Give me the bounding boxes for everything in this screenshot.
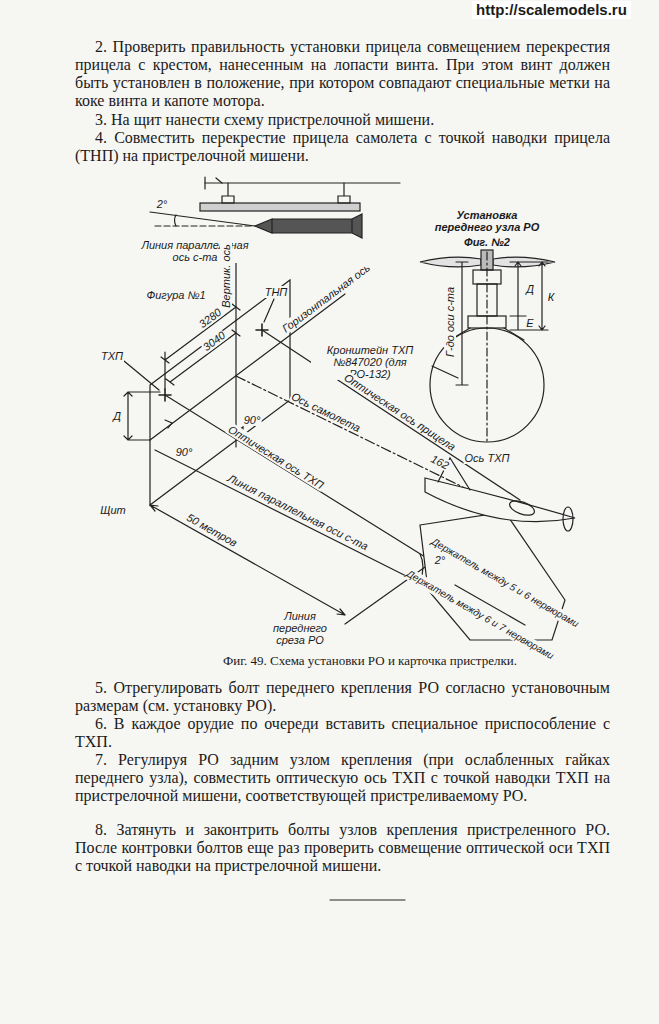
figure-caption: Фиг. 49. Схема установки РО и карточка п…	[120, 653, 620, 669]
angle-value: 2°	[434, 554, 447, 566]
instruction-step: 3. На щит нанести схему пристрелочной ми…	[75, 111, 610, 129]
axis-line	[155, 225, 252, 226]
angle-line	[150, 212, 255, 226]
angle-value: 2°	[156, 198, 169, 210]
axis-label: Ось самолета	[289, 390, 364, 435]
aim-cross	[159, 324, 268, 401]
part-label: Кронштейн ТХП №847020 (для РО-132)	[311, 344, 429, 380]
line-label: Линия переднего среза РО	[269, 610, 331, 646]
part-label: Щит	[99, 504, 126, 516]
aircraft-canopy	[508, 498, 537, 518]
aircraft-fuselage	[425, 478, 575, 522]
instruction-step: 8. Затянуть и законтрить болты узлов кре…	[75, 821, 610, 875]
dimension-line	[456, 262, 468, 385]
figure-label: Ось ТХП	[464, 452, 511, 464]
instruction-step: 2. Проверить правильность установки приц…	[75, 38, 610, 110]
dimension-value: 50 метров	[184, 511, 240, 550]
axis-label: Оптическая ось прицела	[341, 371, 458, 454]
dimension-letter: Д	[525, 283, 535, 295]
angle-arc	[175, 215, 177, 226]
dimension-letter: К	[547, 291, 555, 303]
wing-line	[205, 182, 400, 183]
dimension-line	[124, 392, 160, 440]
instruction-step: 5. Отрегулировать болт переднего креплен…	[75, 679, 610, 715]
axis-label: Линия параллельная оси с-та	[225, 471, 371, 552]
angle-value: 90°	[175, 446, 194, 458]
instruction-step: 6. В каждое орудие по очереди вставить с…	[75, 715, 610, 751]
aircraft-nose	[563, 507, 573, 531]
dimension-line	[510, 262, 548, 330]
figure-number: Фиг. №2	[463, 236, 511, 248]
figure-number: Фигура №1	[145, 289, 206, 301]
figure-label: Линия параллельная ось с-та	[136, 239, 254, 263]
rocket-body	[255, 214, 362, 238]
leader-line	[432, 366, 458, 378]
axis-label: Вертик. ось	[220, 243, 232, 309]
point-label: ТХП	[100, 350, 124, 362]
axis-label: Горизонтальная ось	[279, 261, 373, 336]
center-line	[486, 252, 487, 442]
dimension-letter: Д	[112, 410, 122, 422]
dimension-label: Г-до оси с-та	[444, 286, 456, 358]
vertical-axis	[235, 250, 236, 447]
leader-line	[124, 299, 274, 390]
dimension-letter: Е	[525, 317, 534, 329]
point-label: ТНП	[264, 286, 289, 298]
figure-title: Установка переднего узла РО	[426, 209, 548, 233]
instruction-step: 4. Совместить перекрестие прицела самоле…	[75, 129, 610, 165]
end-rule	[330, 899, 405, 900]
wing-tick	[205, 177, 222, 189]
instruction-step: 7. Регулируя РО задним узлом крепления (…	[75, 751, 610, 805]
rail-holder	[222, 183, 350, 203]
dimension-line	[161, 304, 240, 389]
watermark: http://scalemodels.ru	[472, 1, 631, 19]
rail-plank	[200, 203, 360, 211]
angle-value: 162	[428, 452, 452, 472]
angle-value: 90°	[243, 414, 262, 426]
